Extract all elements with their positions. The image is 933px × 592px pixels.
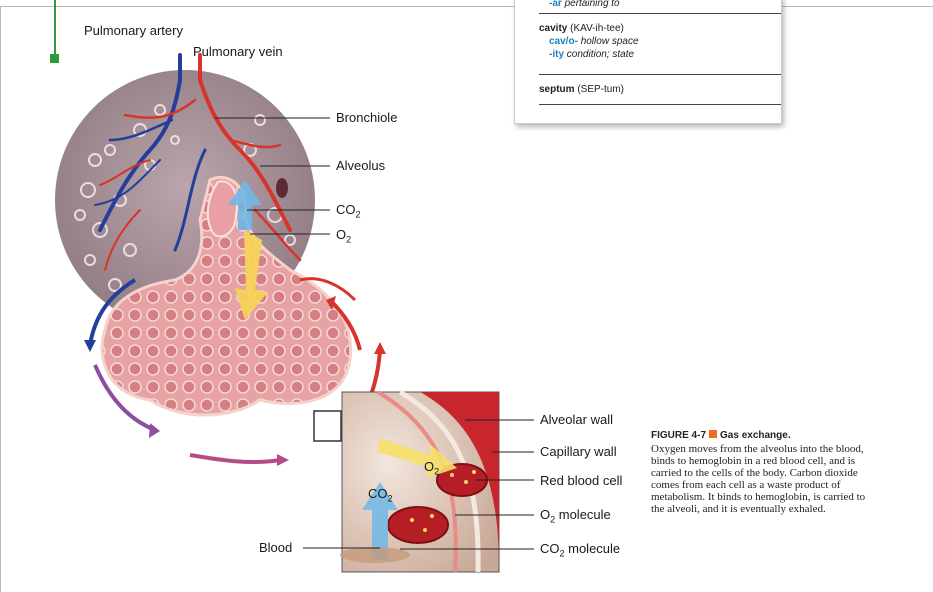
- artery-flow-arrow: [374, 342, 386, 354]
- mixed-flow-arrow: [277, 454, 289, 466]
- label-alveolar-wall: Alveolar wall: [540, 412, 613, 427]
- zoom-indicator-box: [314, 411, 341, 441]
- label-alveolus: Alveolus: [336, 158, 385, 173]
- label-pulmonary-artery: Pulmonary artery: [84, 23, 183, 38]
- label-co2-molecule: CO2 molecule: [540, 541, 620, 562]
- inset-label-o2: O2: [424, 459, 439, 480]
- vein-flow-arrow: [84, 340, 96, 352]
- label-blood: Blood: [259, 540, 292, 555]
- label-o2-molecule: O2 molecule: [540, 507, 611, 528]
- label-o2: O2: [336, 227, 351, 248]
- capillary-opening: [276, 178, 288, 198]
- caption-body: Oxygen moves from the alveolus into the …: [651, 443, 867, 515]
- figure-number: FIGURE 4-7: [651, 430, 706, 441]
- deoxygenated-flow-arrow: [149, 423, 160, 438]
- blood-plasma: [340, 547, 410, 563]
- label-pulmonary-vein: Pulmonary vein: [193, 44, 283, 59]
- caption-heading: FIGURE 4-7 Gas exchange.: [651, 430, 867, 442]
- label-red-blood-cell: Red blood cell: [540, 473, 622, 488]
- figure-caption: FIGURE 4-7 Gas exchange. Oxygen moves fro…: [651, 430, 867, 515]
- label-co2: CO2: [336, 202, 361, 223]
- figure-title: Gas exchange.: [720, 430, 791, 441]
- inset-label-co2: CO2: [368, 486, 393, 507]
- caption-square-icon: [709, 430, 717, 438]
- label-bronchiole: Bronchiole: [336, 110, 397, 125]
- label-capillary-wall: Capillary wall: [540, 444, 617, 459]
